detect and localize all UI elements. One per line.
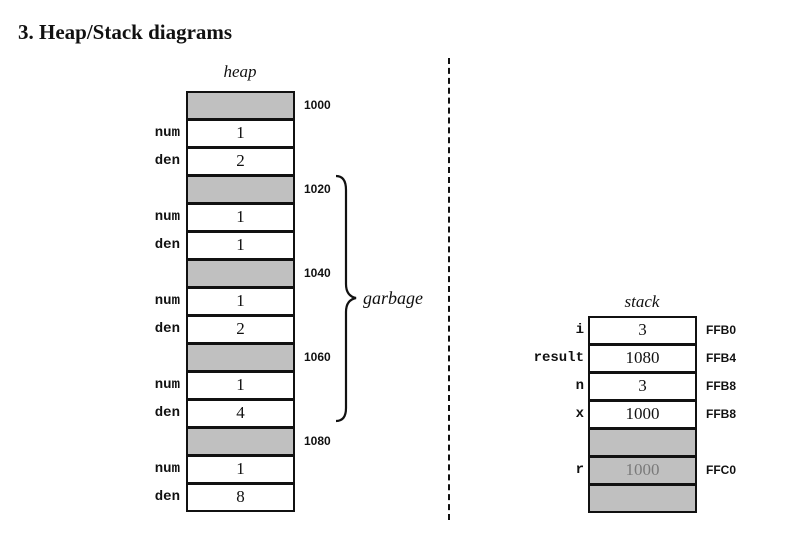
stack-field-label: i [575, 322, 584, 338]
heap-field-label: num [154, 125, 180, 141]
stack-address: FFB0 [706, 323, 736, 337]
stack-field-label: n [575, 378, 584, 394]
heap-field-label: num [154, 293, 180, 309]
heap-field-label: den [154, 321, 180, 337]
stack-label: stack [624, 292, 660, 311]
stack-cell: 1080 [588, 344, 697, 373]
heap-field-label: den [154, 405, 180, 421]
stack-cell: 3 [588, 372, 697, 401]
stack-cell: 1000 [588, 400, 697, 429]
stack-field-label: result [533, 350, 584, 366]
heap-address: 1020 [304, 182, 331, 196]
heap-address: 1080 [304, 434, 331, 448]
stack-cell [588, 428, 697, 457]
stack-address: FFB4 [706, 351, 736, 365]
stack-field-label: r [575, 462, 584, 478]
heap-address: 1000 [304, 98, 331, 112]
stack-address: FFB8 [706, 379, 736, 393]
heap-address: 1040 [304, 266, 331, 280]
stack-cell: 1000 [588, 456, 697, 485]
heap-address: 1060 [304, 350, 331, 364]
heap-field-label: num [154, 377, 180, 393]
heap-cell: 8 [186, 483, 295, 512]
stack-field-label: x [575, 406, 584, 422]
heap-field-label: den [154, 489, 180, 505]
stack-cell: 3 [588, 316, 697, 345]
heap-label: heap [223, 62, 257, 81]
heap-stack-divider [448, 58, 450, 520]
page-title: 3. Heap/Stack diagrams [18, 20, 233, 44]
heap-cell: 2 [186, 147, 295, 176]
stack-address: FFC0 [706, 463, 736, 477]
stack-cell [588, 484, 697, 513]
heap-field-label: den [154, 237, 180, 253]
heap-field-label: num [154, 209, 180, 225]
heap-field-label: den [154, 153, 180, 169]
garbage-label: garbage [363, 288, 423, 308]
heap-field-label: num [154, 461, 180, 477]
stack-address: FFB8 [706, 407, 736, 421]
